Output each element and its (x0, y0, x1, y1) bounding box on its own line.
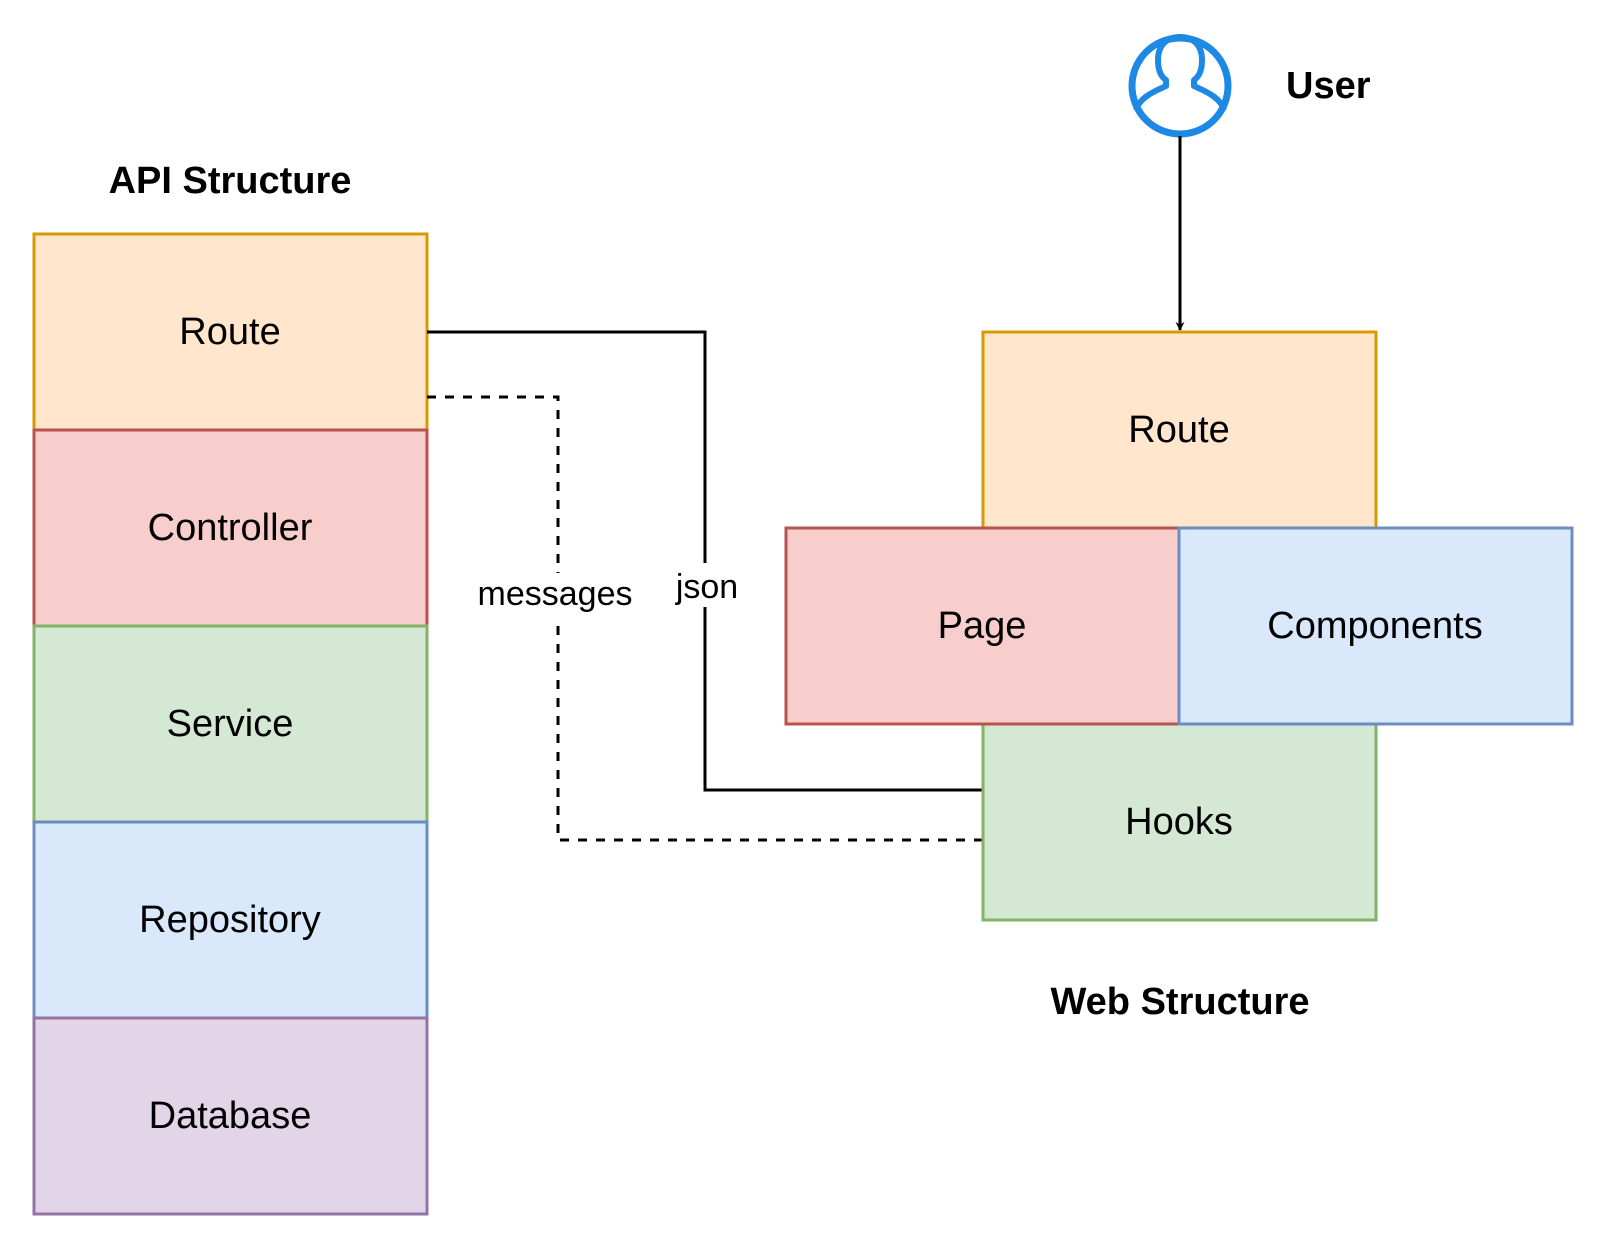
api-layer-stack: Route Controller Service Repository Data… (32, 232, 429, 1216)
web-structure: Route Hooks Page Components (784, 330, 1574, 922)
web-page-box (784, 526, 1181, 726)
api-layer-service-box (32, 624, 429, 824)
web-hooks: Hooks (981, 722, 1378, 922)
api-layer-database-label: Database (149, 1095, 312, 1137)
api-layer-controller-box (32, 428, 429, 628)
web-structure-title: Web Structure (1050, 981, 1309, 1023)
api-layer-route-box (32, 232, 429, 432)
api-layer-service: Service (32, 624, 429, 824)
web-components-box (1177, 526, 1574, 726)
api-structure-title: API Structure (109, 160, 352, 202)
web-route: Route (981, 330, 1378, 530)
user-icon (1128, 34, 1232, 138)
api-layer-controller-label: Controller (148, 507, 313, 549)
web-components: Components (1177, 526, 1574, 726)
api-layer-database-box (32, 1016, 429, 1216)
messages-label: messages (478, 575, 633, 613)
json-label-bg (670, 563, 742, 607)
api-layer-database: Database (32, 1016, 429, 1216)
web-page-label: Page (938, 605, 1027, 647)
api-layer-repository: Repository (32, 820, 429, 1020)
api-layer-repository-box (32, 820, 429, 1020)
web-page: Page (784, 526, 1181, 726)
api-layer-controller: Controller (32, 428, 429, 628)
web-components-label: Components (1267, 605, 1482, 647)
web-hooks-label: Hooks (1125, 801, 1233, 843)
messages-label-bg (470, 573, 640, 617)
user-actor: User (1128, 34, 1371, 138)
json-label: json (675, 568, 738, 606)
api-layer-service-label: Service (167, 703, 294, 745)
api-layer-route-label: Route (179, 311, 280, 353)
api-layer-route: Route (32, 232, 429, 432)
json-connector (427, 330, 983, 792)
web-route-box (981, 330, 1378, 530)
api-layer-repository-label: Repository (139, 899, 321, 941)
web-route-label: Route (1128, 409, 1229, 451)
user-label: User (1286, 65, 1371, 107)
